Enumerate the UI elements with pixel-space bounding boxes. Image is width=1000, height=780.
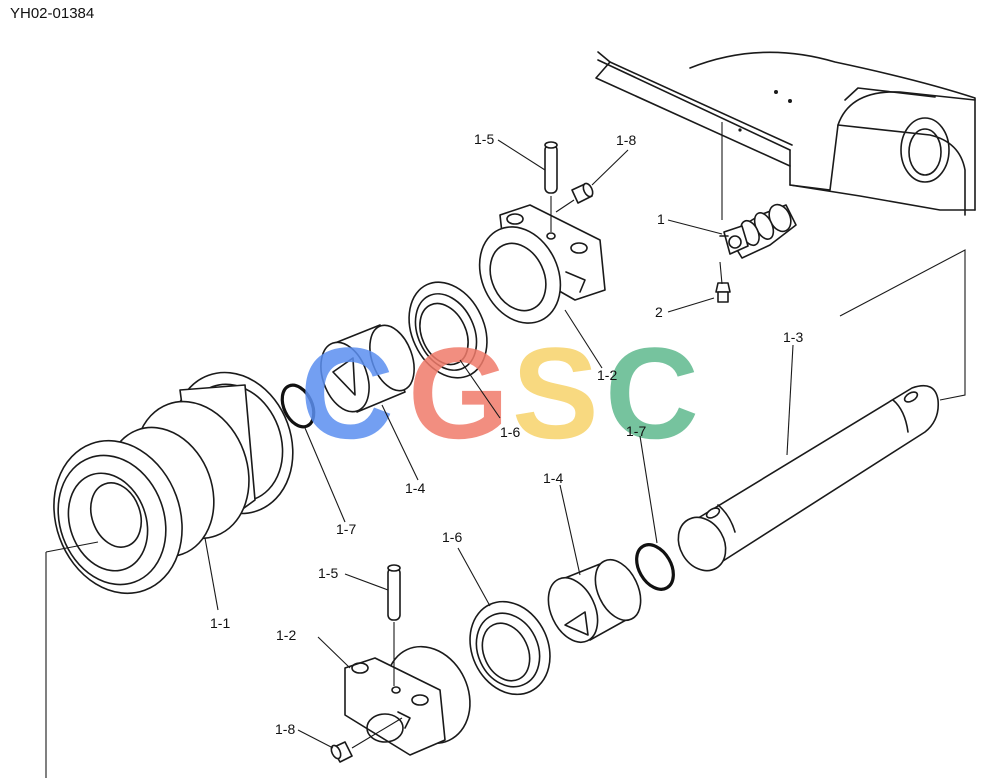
callout-1-5-top: 1-5	[474, 131, 494, 147]
plug-top	[555, 182, 594, 213]
watermark-logo: C G S C	[300, 320, 699, 466]
watermark-letter-s: S	[512, 320, 599, 466]
grease-valve-part	[719, 122, 797, 259]
watermark-letter-c1: C	[300, 320, 394, 466]
callout-1-3: 1-3	[783, 329, 803, 345]
callout-1-4-left: 1-4	[405, 480, 425, 496]
roller-part	[45, 371, 294, 778]
callout-1-1: 1-1	[210, 615, 230, 631]
drawing-code: YH02-01384	[10, 5, 94, 22]
collar-top	[478, 204, 606, 324]
o-ring-left	[280, 383, 316, 429]
pin-top	[544, 141, 558, 232]
callout-1: 1	[657, 211, 665, 227]
callout-labels: 1 2 1-1 1-2 1-2 1-3 1-4 1-4 1-5 1-5 1-6 …	[210, 131, 803, 737]
pin-bottom	[387, 564, 401, 686]
callout-2: 2	[655, 304, 663, 320]
watermark-letter-g: G	[408, 320, 509, 466]
callout-1-2-bottom: 1-2	[276, 627, 296, 643]
seal-left	[408, 281, 488, 379]
bushing-right	[547, 558, 642, 643]
callout-1-5-bottom: 1-5	[318, 565, 338, 581]
callout-1-7-right: 1-7	[626, 423, 646, 439]
watermark-letter-c2: C	[605, 320, 699, 466]
callout-1-7-left: 1-7	[336, 521, 356, 537]
callout-1-6-bottom: 1-6	[442, 529, 462, 545]
callout-1-6-left: 1-6	[500, 424, 520, 440]
plug-bottom	[330, 717, 403, 763]
shaft-part	[677, 249, 966, 572]
o-ring-right	[635, 543, 675, 591]
track-frame	[595, 51, 976, 216]
callout-1-2-top: 1-2	[597, 367, 617, 383]
leader-lines	[204, 139, 794, 749]
callout-1-8-bottom: 1-8	[275, 721, 295, 737]
callout-1-4-right: 1-4	[543, 470, 563, 486]
bushing-left	[320, 324, 415, 413]
callout-1-8-top: 1-8	[616, 132, 636, 148]
bolt-part	[715, 261, 731, 303]
collar-bottom	[344, 645, 471, 756]
